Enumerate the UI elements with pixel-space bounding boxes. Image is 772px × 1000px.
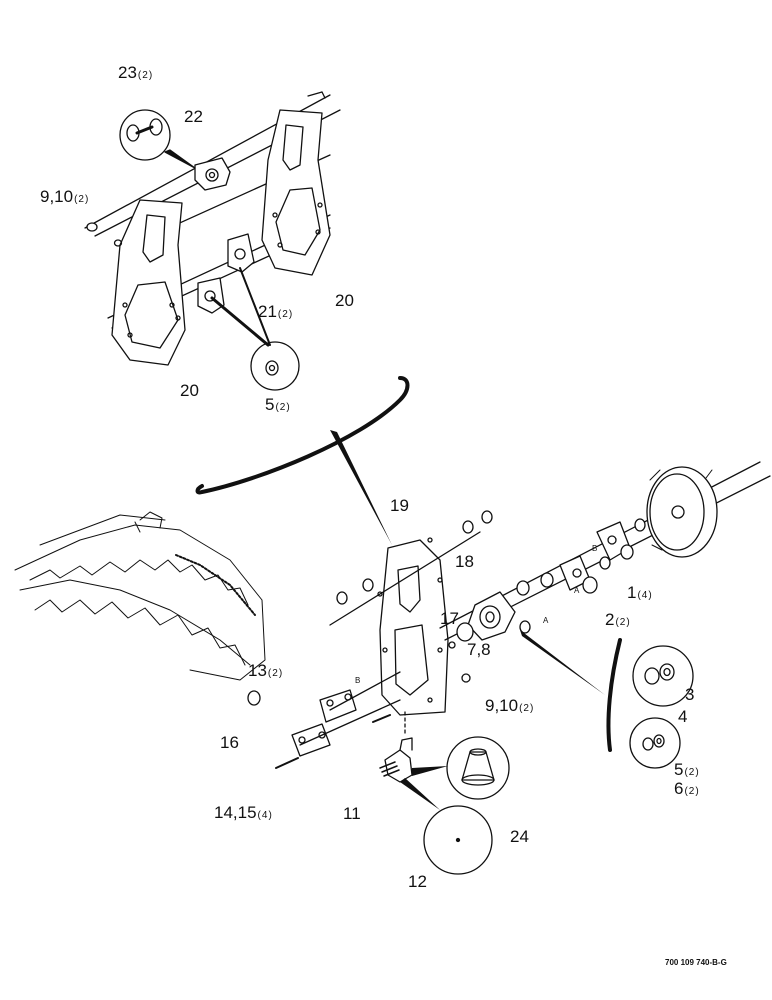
grouping-brace — [195, 376, 410, 495]
callout-4: 4 — [678, 707, 688, 726]
bearing-insert — [456, 622, 474, 642]
drive-wheel — [646, 466, 718, 558]
detail-brace-right — [606, 638, 622, 752]
drawing-reference-code: 700 109 740-B-G — [665, 958, 727, 967]
callout-22: 22 — [184, 107, 203, 126]
bolt-14 — [275, 757, 299, 769]
callout-7-8: 7,8 — [467, 640, 491, 659]
detail-bushings-circle — [119, 109, 171, 161]
center-bearing-bracket — [194, 157, 231, 191]
callout-16: 16 — [220, 733, 239, 752]
point-label-b-1: B — [592, 544, 598, 553]
callout-14-15: 14,15(4) — [214, 803, 273, 822]
callout-20-right: 20 — [335, 291, 354, 310]
upper-assembly — [84, 91, 341, 391]
right-side-plate — [261, 109, 331, 276]
callout-9-10-lower: 9,10(2) — [485, 696, 535, 715]
callout-23: 1123(2) — [118, 63, 154, 82]
callout-17: 17 — [440, 609, 459, 628]
callout-5-lower: 5(2) — [674, 760, 700, 779]
detail-bushing-circle — [250, 341, 300, 391]
callout-18: 18 — [455, 552, 474, 571]
callout-20-left: 20 — [180, 381, 199, 400]
callout-19: 19 — [390, 496, 409, 515]
callout-11: 11 — [343, 804, 361, 823]
lower-assembly — [14, 461, 771, 875]
nut-lower — [461, 673, 471, 683]
bushing-16 — [247, 690, 261, 706]
pivot-bracket-lower — [197, 277, 225, 314]
callout-24: 24 — [510, 827, 529, 846]
detail-washer-circle — [632, 645, 694, 707]
washer-upper — [113, 239, 123, 247]
callout-9-10-upper: 9,10(2) — [40, 187, 90, 206]
callout-21: 21(2) — [258, 302, 294, 321]
pivot-bracket-upper — [227, 233, 255, 273]
callout-13: 13(2) — [248, 661, 284, 680]
callout-1: 1(4) — [627, 583, 653, 602]
point-label-a-2: A — [574, 586, 580, 595]
callout-5-upper: 5(2) — [265, 395, 291, 414]
pivot-fitting — [384, 749, 413, 783]
point-label-b-2: B — [355, 676, 361, 685]
callout-3: 3 — [685, 685, 695, 704]
callout-2: 2(2) — [605, 610, 631, 629]
bearing-housing — [467, 591, 516, 641]
cutter-bar — [14, 511, 266, 681]
callout-12: 12 — [408, 872, 427, 891]
detail-spacer-circle — [629, 717, 681, 769]
bolt-nut-upper — [86, 222, 98, 232]
point-label-a-1: A — [543, 616, 549, 625]
callout-6: 6(2) — [674, 779, 700, 798]
left-side-plate — [111, 199, 186, 366]
